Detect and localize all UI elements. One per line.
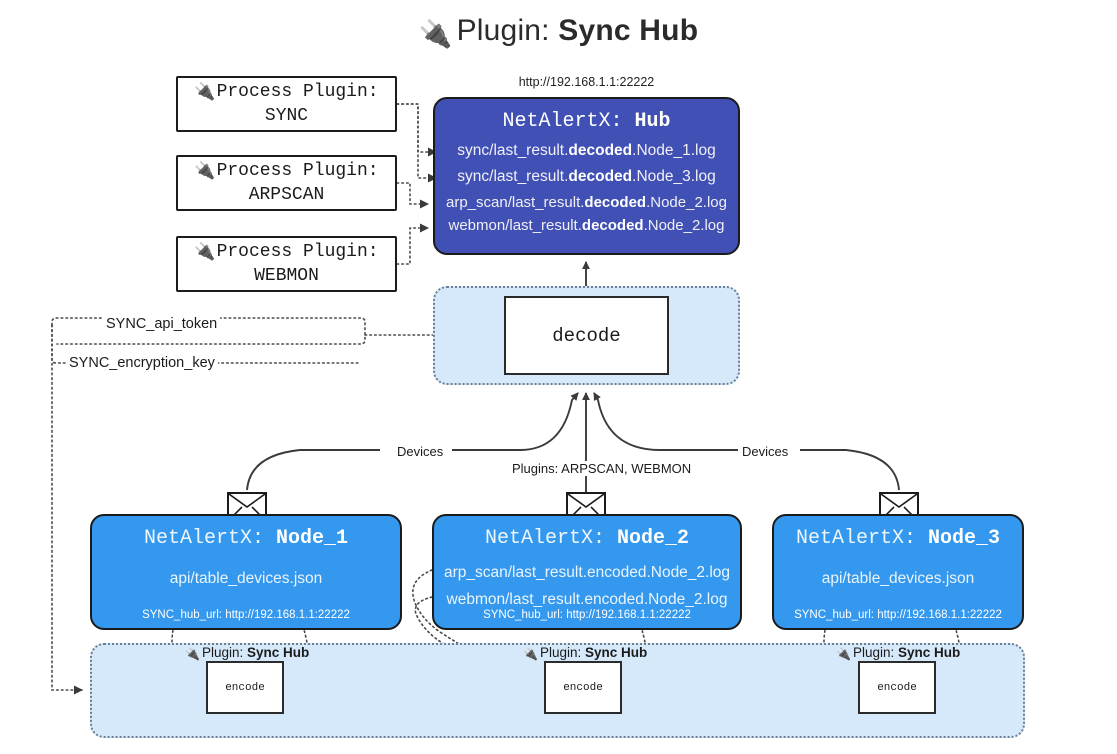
node-title: NetAlertX: Node_3 (774, 527, 1022, 550)
encoder-label: 🔌Plugin: Sync Hub (185, 645, 310, 661)
process-plugin-label: Process Plugin: (216, 160, 379, 181)
encoder-label-name: Sync Hub (897, 645, 961, 660)
node-title: NetAlertX: Node_2 (434, 527, 740, 550)
node-resource-line: arp_scan/last_result.encoded.Node_2.log (443, 564, 731, 581)
encoder-label: 🔌Plugin: Sync Hub (523, 645, 648, 661)
encoder-label-name: Sync Hub (246, 645, 310, 660)
node-title-prefix: NetAlertX: (795, 527, 928, 550)
hub-log-pre: sync/last_result. (457, 168, 569, 185)
plug-icon: 🔌 (418, 19, 453, 49)
node-resource-line: api/table_devices.json (169, 570, 323, 587)
hub-box[interactable]: NetAlertX: Hub sync/last_result.decoded.… (433, 97, 740, 255)
node-title-name: Node_2 (617, 527, 690, 550)
token-label-encryption: SYNC_encryption_key (66, 355, 218, 371)
node-resource-line: api/table_devices.json (821, 570, 975, 587)
process-plugin-name: ARPSCAN (248, 184, 325, 205)
plug-icon: 🔌 (836, 647, 851, 661)
node-resource-line: webmon/last_result.encoded.Node_2.log (446, 591, 728, 608)
hub-log-post: .Node_2.log (643, 217, 725, 234)
hub-log-em: decoded (568, 168, 633, 185)
hub-log-post: .Node_2.log (646, 194, 727, 211)
encoder-label-prefix: Plugin: (852, 645, 898, 660)
decode-box[interactable]: decode (504, 296, 669, 375)
hub-url-caption: http://192.168.1.1:22222 (518, 75, 655, 89)
process-plugin-arpscan[interactable]: 🔌Process Plugin: ARPSCAN (176, 155, 397, 211)
process-plugin-heading: 🔌Process Plugin: (194, 240, 378, 265)
encode-box[interactable]: encode (206, 661, 284, 714)
plug-icon: 🔌 (194, 241, 216, 261)
hub-log-pre: arp_scan/last_result. (446, 194, 585, 211)
node-box-node-3[interactable]: NetAlertX: Node_3 api/table_devices.json… (772, 514, 1024, 630)
hub-log-line: sync/last_result.decoded.Node_3.log (435, 168, 738, 186)
plug-icon: 🔌 (194, 160, 216, 180)
process-plugin-heading: 🔌Process Plugin: (194, 159, 378, 184)
hub-log-post: .Node_3.log (632, 168, 716, 185)
node-hub-url: SYNC_hub_url: http://192.168.1.1:22222 (483, 609, 691, 621)
process-plugin-label: Process Plugin: (216, 81, 379, 102)
process-plugin-label: Process Plugin: (216, 241, 379, 262)
node-title-name: Node_1 (276, 527, 349, 550)
edge-label-devices-left: Devices (393, 444, 448, 459)
node-title-name: Node_3 (928, 527, 1001, 550)
hub-log-em: decoded (581, 217, 644, 234)
process-plugin-sync[interactable]: 🔌Process Plugin: SYNC (176, 76, 397, 132)
node-title-prefix: NetAlertX: (484, 527, 617, 550)
encoder-label-name: Sync Hub (584, 645, 648, 660)
page-title-name: Sync Hub (558, 14, 699, 47)
node-hub-url: SYNC_hub_url: http://192.168.1.1:22222 (142, 609, 350, 621)
encoder-label: 🔌Plugin: Sync Hub (836, 645, 961, 661)
hub-title: NetAlertX: Hub (435, 110, 738, 133)
node-title-prefix: NetAlertX: (143, 527, 276, 550)
hub-log-line: arp_scan/last_result.decoded.Node_2.log (435, 194, 738, 211)
node-hub-url: SYNC_hub_url: http://192.168.1.1:22222 (794, 609, 1002, 621)
hub-log-pre: webmon/last_result. (448, 217, 582, 234)
hub-title-name: Hub (634, 110, 671, 133)
page-title: 🔌Plugin: Sync Hub (0, 14, 1117, 49)
token-label-api: SYNC_api_token (103, 316, 221, 332)
process-plugin-name: SYNC (264, 105, 309, 126)
encoder-label-prefix: Plugin: (201, 645, 247, 660)
page-title-prefix: Plugin: (456, 14, 559, 47)
node-title: NetAlertX: Node_1 (92, 527, 400, 550)
hub-title-prefix: NetAlertX: (502, 110, 635, 133)
encoder-label-prefix: Plugin: (539, 645, 585, 660)
node-box-node-2[interactable]: NetAlertX: Node_2 arp_scan/last_result.e… (432, 514, 742, 630)
hub-log-line: webmon/last_result.decoded.Node_2.log (435, 217, 738, 234)
edge-label-plugins: Plugins: ARPSCAN, WEBMON (508, 461, 696, 476)
edge-label-devices-right: Devices (738, 444, 793, 459)
plug-icon: 🔌 (185, 647, 200, 661)
node-box-node-1[interactable]: NetAlertX: Node_1 api/table_devices.json… (90, 514, 402, 630)
encode-box[interactable]: encode (544, 661, 622, 714)
hub-log-post: .Node_1.log (632, 142, 716, 159)
hub-log-pre: sync/last_result. (457, 142, 569, 159)
hub-log-em: decoded (584, 194, 647, 211)
process-plugin-heading: 🔌Process Plugin: (194, 80, 378, 105)
plug-icon: 🔌 (523, 647, 538, 661)
process-plugin-webmon[interactable]: 🔌Process Plugin: WEBMON (176, 236, 397, 292)
plug-icon: 🔌 (194, 81, 216, 101)
hub-log-em: decoded (568, 142, 633, 159)
process-plugin-name: WEBMON (254, 265, 319, 286)
hub-log-line: sync/last_result.decoded.Node_1.log (435, 142, 738, 160)
encode-box[interactable]: encode (858, 661, 936, 714)
